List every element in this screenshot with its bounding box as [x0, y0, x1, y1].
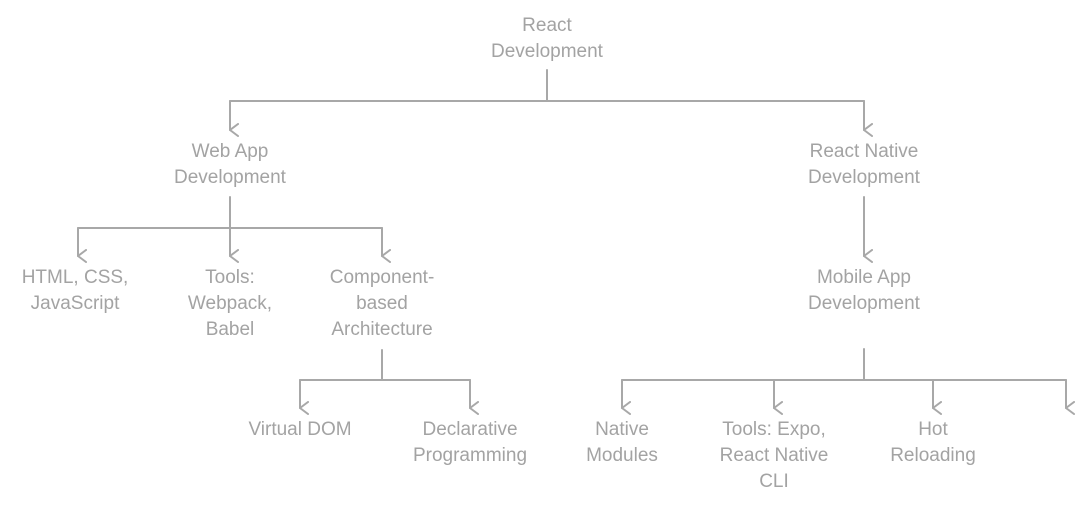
node-label-line: Architecture [331, 319, 433, 340]
node-label-line: React Native [809, 141, 919, 162]
node-label-line: Tools: Expo, [722, 419, 826, 440]
node-label-line: Development [174, 167, 286, 188]
node-label-line: Development [491, 41, 603, 62]
node-label-line: Reloading [890, 445, 976, 466]
node-label-line: Declarative [422, 419, 518, 440]
node-label-line: Webpack, [187, 293, 273, 314]
node-label-line: Programming [412, 445, 528, 466]
node-label-line: Component- [329, 267, 435, 288]
node-label-line: React [522, 15, 572, 36]
node-declarative-programming: Declarative Programming [390, 417, 550, 469]
node-mobile-app-development: Mobile App Development [764, 265, 964, 317]
node-tools-webpack-babel: Tools: Webpack, Babel [155, 265, 305, 343]
node-label-line: based [356, 293, 408, 314]
node-label-line: Hot [918, 419, 948, 440]
node-tools-expo-cli: Tools: Expo, React Native CLI [697, 417, 851, 495]
node-label-line: Mobile App [816, 267, 911, 288]
node-native-modules: Native Modules [552, 417, 692, 469]
node-react-native-development: React Native Development [764, 139, 964, 191]
node-label-line: Virtual DOM [248, 419, 352, 440]
node-label-line: Development [808, 167, 920, 188]
node-label-line: Development [808, 293, 920, 314]
node-react-development: React Development [447, 13, 647, 65]
node-label-line: JavaScript [30, 293, 120, 314]
node-label-line: React Native [719, 445, 829, 466]
node-label-line: CLI [759, 471, 789, 492]
node-web-app-development: Web App Development [130, 139, 330, 191]
node-hot-reloading: Hot Reloading [863, 417, 1003, 469]
node-html-css-javascript: HTML, CSS, JavaScript [0, 265, 150, 317]
node-label-line: Babel [205, 319, 255, 340]
node-label-line: Modules [586, 445, 658, 466]
node-label-line: HTML, CSS, [21, 267, 129, 288]
node-label-line: Tools: [205, 267, 255, 288]
node-label-line: Web App [191, 141, 269, 162]
node-virtual-dom: Virtual DOM [220, 417, 380, 443]
node-component-based-architecture: Component- based Architecture [297, 265, 467, 343]
node-label-line: Native [595, 419, 649, 440]
